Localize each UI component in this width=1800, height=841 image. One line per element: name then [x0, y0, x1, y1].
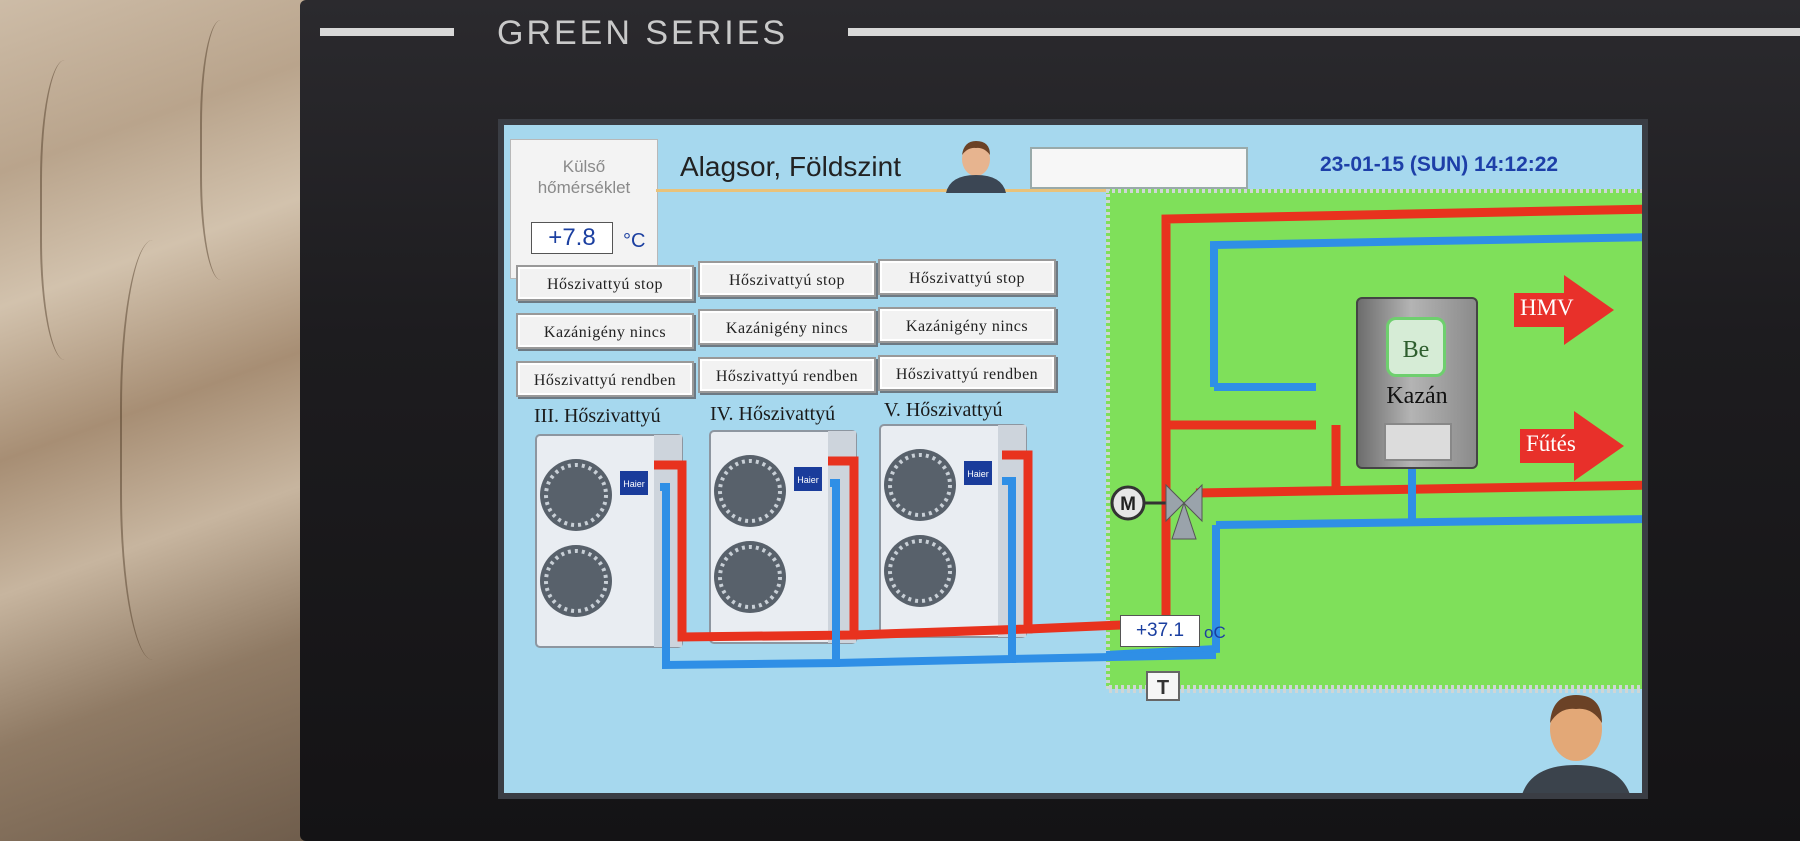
outside-temp-label-line1: Külső: [562, 157, 606, 176]
temp-sensor-icon[interactable]: T: [1146, 671, 1180, 701]
datetime-display: 23-01-15 (SUN) 14:12:22: [1320, 153, 1559, 176]
boiler-unit[interactable]: Be Kazán: [1356, 297, 1478, 469]
hmi-screen: Külső hőmérséklet +7.8 °C Alagsor, Földs…: [498, 119, 1648, 799]
supply-temp-unit: oC: [1204, 623, 1226, 642]
boiler-on-button[interactable]: Be: [1386, 317, 1446, 377]
hp3-stop-status[interactable]: Hőszivattyú stop: [516, 265, 694, 301]
hp5-label: V. Hőszivattyú: [884, 399, 1003, 421]
hp4-brand-badge: Haier: [797, 475, 819, 485]
hp5-brand-badge: Haier: [967, 469, 989, 479]
hp3-boiler-demand[interactable]: Kazánigény nincs: [516, 313, 694, 349]
outside-temp-unit: °C: [623, 230, 646, 252]
hp5-stop-status[interactable]: Hőszivattyú stop: [878, 259, 1056, 295]
bezel-line-right: [848, 28, 1800, 36]
zone-title: Alagsor, Földszint: [680, 151, 901, 182]
hp4-unit[interactable]: Haier: [708, 427, 858, 647]
device-brand: GREEN SERIES: [497, 14, 789, 52]
outside-temp-label: Külső hőmérséklet: [511, 156, 657, 198]
hp5-unit[interactable]: Haier: [878, 421, 1028, 641]
supply-temp-value: +37.1: [1120, 615, 1200, 647]
hp3-brand-badge: Haier: [623, 479, 645, 489]
motor-valve-icon[interactable]: M: [1110, 479, 1206, 549]
message-field[interactable]: [1030, 147, 1248, 189]
heating-label: Fűtés: [1526, 431, 1576, 456]
dhw-label: HMV: [1520, 295, 1574, 320]
outside-temp-value: +7.8: [531, 222, 613, 254]
heating-arrow-icon[interactable]: [1520, 411, 1624, 481]
user-avatar-icon[interactable]: [940, 137, 1012, 193]
valve-motor-label: M: [1120, 494, 1136, 515]
hp3-health-status[interactable]: Hőszivattyú rendben: [516, 361, 694, 397]
hp4-label: IV. Hőszivattyú: [710, 403, 836, 425]
hp5-health-status[interactable]: Hőszivattyú rendben: [878, 355, 1056, 391]
outside-temp-panel: Külső hőmérséklet +7.8 °C: [510, 139, 658, 279]
operator-avatar-icon[interactable]: [1514, 685, 1638, 799]
hp3-label: III. Hőszivattyú: [534, 405, 661, 427]
dhw-arrow-icon[interactable]: [1514, 275, 1614, 345]
hp4-stop-status[interactable]: Hőszivattyú stop: [698, 261, 876, 297]
hp5-boiler-demand[interactable]: Kazánigény nincs: [878, 307, 1056, 343]
hp4-health-status[interactable]: Hőszivattyú rendben: [698, 357, 876, 393]
boiler-control-panel: [1384, 423, 1452, 461]
boiler-label: Kazán: [1386, 383, 1448, 409]
wall-background: [0, 0, 330, 841]
hp3-unit[interactable]: Haier: [534, 431, 684, 651]
hp4-boiler-demand[interactable]: Kazánigény nincs: [698, 309, 876, 345]
outside-temp-label-line2: hőmérséklet: [537, 178, 631, 197]
bezel-line-left: [320, 28, 454, 36]
